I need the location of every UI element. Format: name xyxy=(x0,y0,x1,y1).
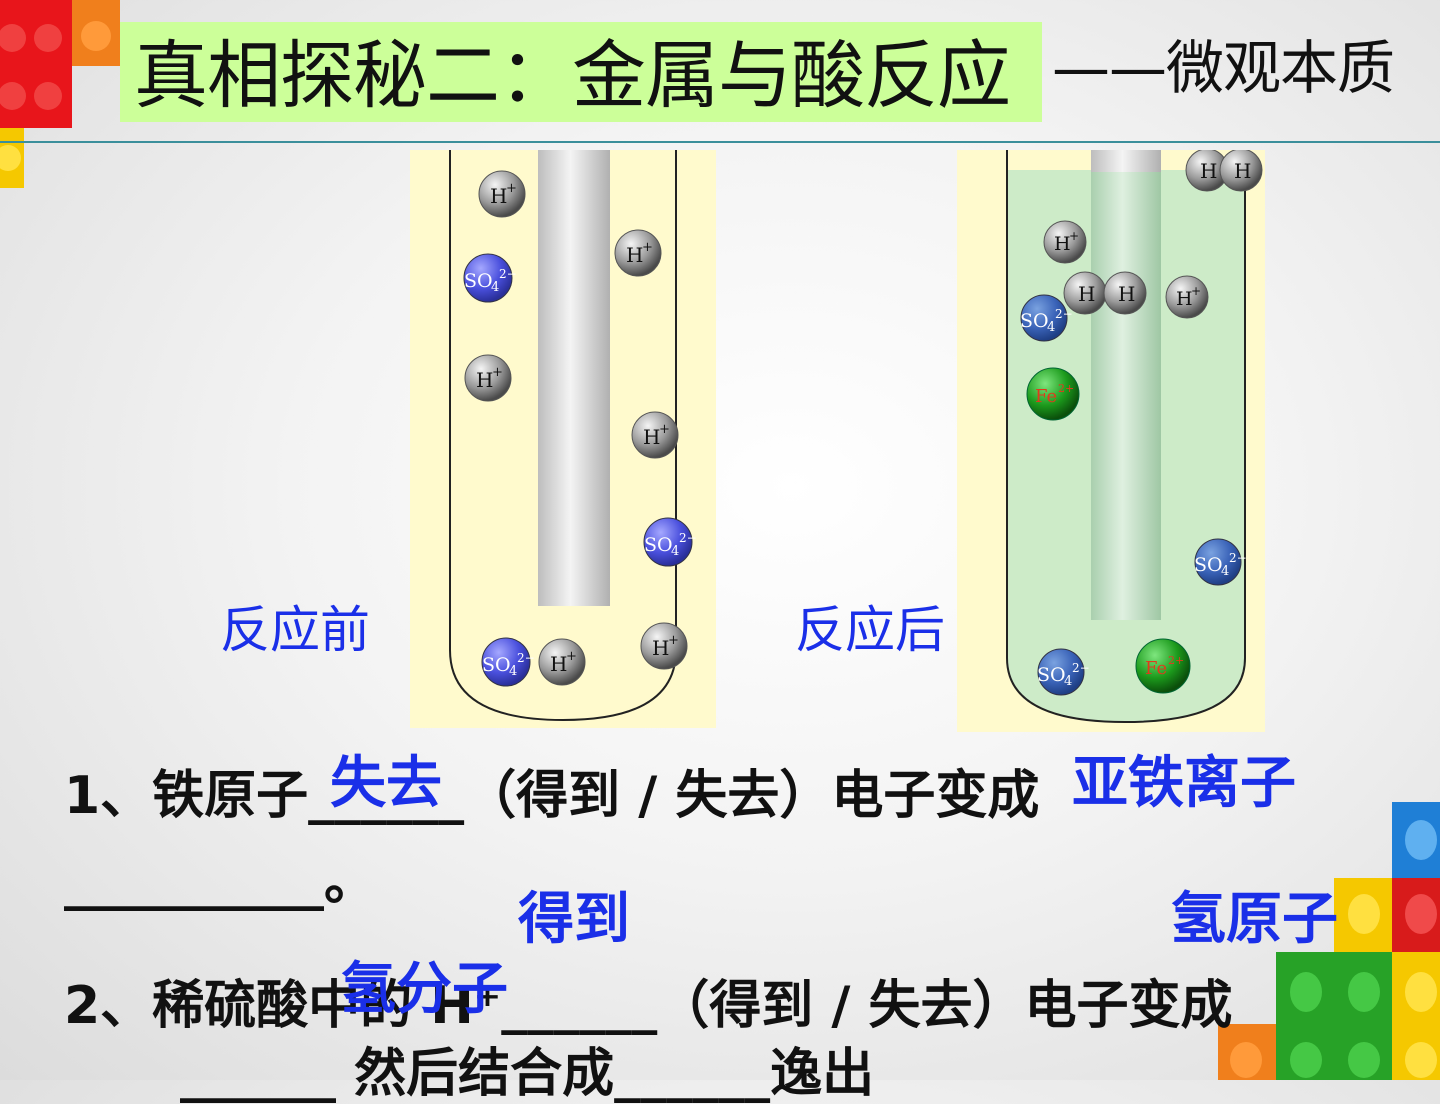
svg-text:2−: 2− xyxy=(1072,661,1090,675)
svg-text:SO: SO xyxy=(644,534,673,556)
h-plus-ion: H+ xyxy=(464,354,512,402)
svg-text:H: H xyxy=(476,368,493,392)
answer-hydrogen-atom: 氢原子 xyxy=(1170,887,1338,952)
svg-text:+: + xyxy=(668,633,679,648)
h-plus-ion: H+ xyxy=(1043,220,1087,264)
lego-decoration-top-left xyxy=(0,0,120,188)
svg-text:+: + xyxy=(506,181,517,196)
svg-text:2+: 2+ xyxy=(1168,654,1184,667)
svg-text:Fe: Fe xyxy=(1035,386,1057,407)
svg-text:SO: SO xyxy=(482,654,511,676)
h-plus-ion: H+ xyxy=(640,622,688,670)
svg-text:H: H xyxy=(1054,233,1071,255)
svg-text:4: 4 xyxy=(1047,320,1055,335)
svg-text:2−: 2− xyxy=(1055,307,1073,321)
svg-text:4: 4 xyxy=(671,544,679,559)
answer-lose-electrons: 失去 xyxy=(330,751,442,816)
iron-rod xyxy=(538,150,610,606)
h-plus-ion: H+ xyxy=(614,229,662,277)
title-background xyxy=(120,22,1042,122)
svg-text:H: H xyxy=(626,243,643,267)
title-divider xyxy=(0,141,1440,143)
svg-text:Fe: Fe xyxy=(1145,658,1167,679)
tube-outline xyxy=(449,150,677,722)
iron-rod xyxy=(1091,172,1161,620)
svg-text:4: 4 xyxy=(491,280,499,295)
svg-text:H: H xyxy=(1234,159,1251,183)
caption-after-reaction: 反应后 xyxy=(795,601,945,659)
tube-outline xyxy=(1006,150,1246,724)
answer-hydrogen-molecule: 氢分子 xyxy=(340,957,508,1022)
svg-text:2−: 2− xyxy=(1229,551,1247,565)
svg-text:+: + xyxy=(642,240,653,255)
svg-text:H: H xyxy=(1200,159,1217,183)
svg-text:+: + xyxy=(1069,229,1079,243)
svg-text:H: H xyxy=(1118,282,1135,306)
h-plus-ion: H+ xyxy=(1165,275,1209,319)
svg-text:2−: 2− xyxy=(679,531,697,545)
h-plus-ion: H+ xyxy=(538,638,586,686)
svg-text:H: H xyxy=(550,652,567,676)
h-plus-ion: H+ xyxy=(478,170,526,218)
slide-title: 真相探秘二：金属与酸反应 xyxy=(134,33,1011,119)
lego-decoration-bottom-right xyxy=(1218,802,1440,1080)
svg-text:H: H xyxy=(1176,288,1193,310)
svg-text:H: H xyxy=(652,636,669,660)
svg-text:4: 4 xyxy=(1064,674,1072,689)
svg-text:2−: 2− xyxy=(499,267,517,281)
caption-before-reaction: 反应前 xyxy=(220,601,370,659)
svg-text:2−: 2− xyxy=(517,651,535,665)
question-1-line-2: __________。 xyxy=(64,852,377,912)
question-2-line-2: ______ 然后结合成______逸出 xyxy=(180,1044,875,1104)
svg-text:SO: SO xyxy=(1037,664,1066,686)
svg-text:+: + xyxy=(566,649,577,664)
svg-text:4: 4 xyxy=(509,664,517,679)
svg-text:+: + xyxy=(492,365,503,380)
answer-gain-electrons: 得到 xyxy=(518,887,630,952)
svg-text:H: H xyxy=(1078,282,1095,306)
svg-text:SO: SO xyxy=(1020,310,1049,332)
slide-subtitle: ——微观本质 xyxy=(1052,34,1395,102)
answer-ferrous-ion: 亚铁离子 xyxy=(1072,751,1296,816)
svg-text:SO: SO xyxy=(464,270,493,292)
svg-text:+: + xyxy=(1191,284,1201,298)
svg-text:H: H xyxy=(643,425,660,449)
svg-text:H: H xyxy=(490,184,507,208)
question-2-line-1: 2、稀硫酸中的 H⁺______（得到 / 失去）电子变成 xyxy=(64,976,1233,1036)
svg-text:2+: 2+ xyxy=(1058,382,1074,395)
svg-text:+: + xyxy=(659,422,670,437)
h-plus-ion: H+ xyxy=(631,411,679,459)
svg-text:SO: SO xyxy=(1194,554,1223,576)
svg-text:4: 4 xyxy=(1221,564,1229,579)
question-1-line-1: 1、铁原子______（得到 / 失去）电子变成 xyxy=(64,766,1040,826)
